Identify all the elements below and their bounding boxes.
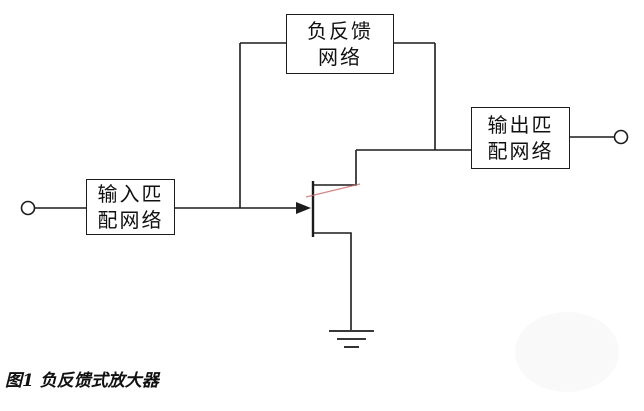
input-matching-label-line2: 配网络: [97, 208, 164, 232]
output-terminal: [613, 129, 629, 145]
transistor-source-wire: [313, 232, 352, 330]
transistor-drain-wire: [313, 150, 357, 186]
input-terminal: [20, 200, 36, 216]
transistor-gate-arrow-icon: [296, 202, 311, 214]
output-matching-label-line1: 输出匹: [487, 113, 554, 137]
output-matching-network-box: 输出匹 配网络: [471, 107, 570, 169]
input-matching-label-line1: 输入匹: [97, 182, 164, 206]
feedback-network-label-line2: 网络: [318, 45, 362, 69]
input-matching-network-box: 输入匹 配网络: [86, 179, 175, 235]
watermark: [515, 312, 619, 392]
feedback-network-label-line1: 负反馈: [307, 19, 373, 43]
figure-caption: 图1 负反馈式放大器: [5, 371, 159, 391]
transistor: [296, 150, 361, 330]
output-matching-label-line2: 配网络: [487, 139, 554, 163]
highlight-stroke: [305, 183, 361, 198]
ground-symbol-icon: [329, 330, 374, 348]
feedback-network-box: 负反馈 网络: [286, 14, 394, 74]
